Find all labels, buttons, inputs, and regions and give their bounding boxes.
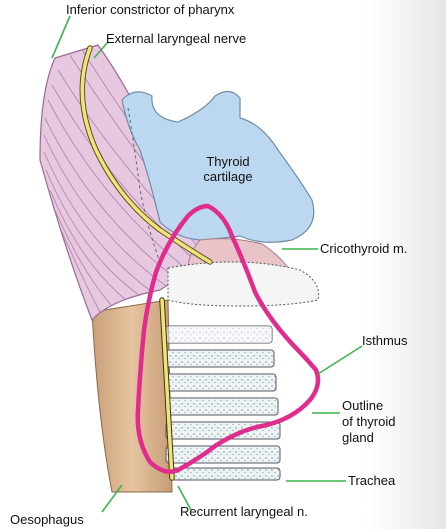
label-cricothyroid: Cricothyroid m.: [320, 241, 407, 256]
label-outline-of-thyroid-gland: Outline of thyroid gland: [342, 398, 395, 446]
oesophagus: [92, 300, 172, 492]
label-oesophagus: Oesophagus: [10, 512, 84, 527]
label-thyroid-cartilage: Thyroid cartilage: [196, 154, 260, 184]
label-trachea: Trachea: [348, 473, 395, 488]
label-outline-line3: gland: [342, 430, 395, 446]
label-recurrent-laryngeal: Recurrent laryngeal n.: [180, 504, 308, 519]
label-thyroid-cartilage-line2: cartilage: [196, 169, 260, 184]
trachea: [166, 326, 280, 480]
cricoid-cartilage: [168, 262, 319, 306]
label-thyroid-cartilage-line1: Thyroid: [196, 154, 260, 169]
label-external-laryngeal-nerve: External laryngeal nerve: [106, 31, 246, 46]
label-outline-line2: of thyroid: [342, 414, 395, 430]
label-isthmus: Isthmus: [362, 333, 408, 348]
label-outline-line1: Outline: [342, 398, 395, 414]
label-inferior-constrictor: Inferior constrictor of pharynx: [66, 2, 234, 17]
